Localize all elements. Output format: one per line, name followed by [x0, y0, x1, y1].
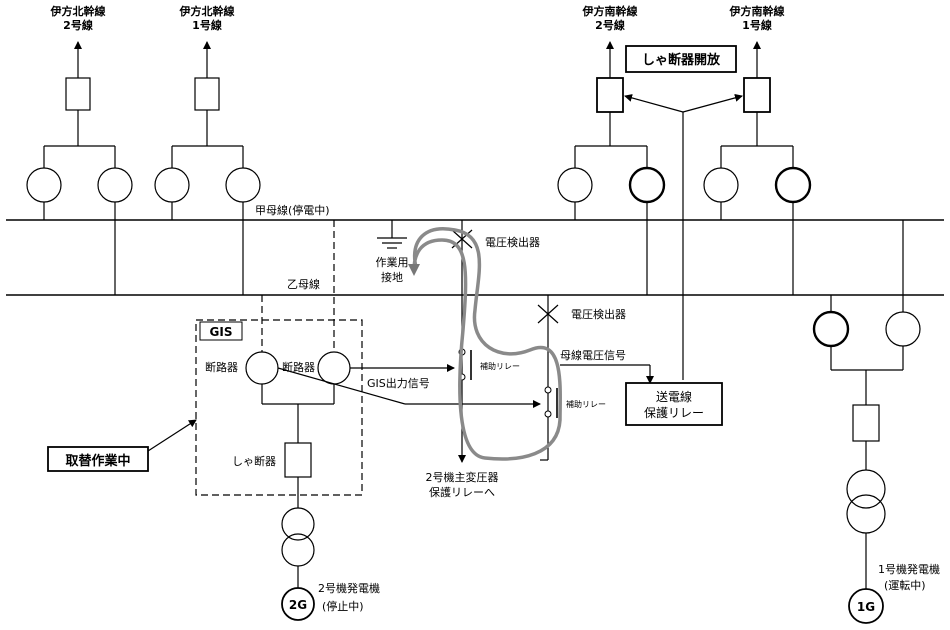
gis-label: GIS: [210, 325, 233, 339]
bus-a-label: 甲母線(停電中): [255, 203, 330, 217]
line-protection-relay-label-2: 保護リレー: [644, 405, 704, 420]
north-line-2-number: 2号線: [63, 18, 93, 32]
gis-label-box: [199, 321, 243, 341]
line-equipment-box: [194, 77, 220, 111]
gis-disconnector-left: [245, 351, 279, 385]
south-feeder-2: [557, 41, 666, 295]
disconnector-open: [154, 167, 190, 203]
generator-2-symbol: 2G: [289, 598, 307, 612]
breaker-box: [596, 77, 624, 113]
disconnector-closed: [774, 166, 812, 204]
south-line-1-name: 伊方南幹線: [729, 4, 785, 18]
line-protection-relay-box: [625, 382, 723, 426]
south-feeder-1: [703, 41, 812, 295]
generator-1-feeder: [812, 295, 921, 589]
replacement-work-box: [47, 446, 149, 472]
voltage-detector-1-label: 電圧検出器: [485, 235, 540, 249]
generator-1-label-1: 1号機発電機: [878, 562, 940, 576]
aux-relay-2-label: 補助リレー: [566, 399, 606, 409]
north-line-2-name: 伊方北幹線: [50, 4, 106, 18]
aux-relay-1-label: 補助リレー: [480, 361, 520, 371]
disconnector-closed: [628, 166, 666, 204]
north-line-1-number: 1号線: [192, 18, 222, 32]
work-ground-label-2: 接地: [381, 271, 403, 284]
line-protection-relay-label-1: 送電線: [656, 389, 692, 404]
north-line-1-name: 伊方北幹線: [179, 4, 235, 18]
generator-1: [848, 588, 884, 624]
gen1-breaker-box: [852, 404, 880, 442]
voltage-detector-2: [537, 295, 559, 461]
generator-1-symbol: 1G: [857, 600, 875, 614]
breaker-open-box: [625, 45, 737, 73]
work-ground-label-1: 作業用: [376, 256, 409, 269]
south-line-1-number: 1号線: [742, 18, 772, 32]
disconnector-open: [557, 167, 593, 203]
gis-boundary: [195, 319, 363, 496]
disconnector-open: [225, 167, 261, 203]
north-feeder-1: [154, 41, 261, 295]
generator-1-label-2: (運転中): [884, 579, 926, 592]
fault-current-path: [408, 227, 562, 461]
disconnector-open: [885, 311, 921, 347]
disconnector-left-label: 断路器: [205, 360, 238, 374]
generator-2: [281, 587, 315, 621]
breaker-box: [743, 77, 771, 113]
gis-breaker-box: [284, 442, 312, 478]
gis-disconnector-right: [317, 351, 351, 385]
generator-2-label-2: (停止中): [322, 599, 364, 613]
disconnector-open: [97, 167, 133, 203]
to-main-transformer-label-1: 2号機主変圧器: [426, 470, 499, 484]
south-line-2-number: 2号線: [595, 18, 625, 32]
line-equipment-box: [65, 77, 91, 111]
bus-b-label: 乙母線: [287, 277, 320, 291]
voltage-detector-2-label: 電圧検出器: [571, 307, 626, 321]
north-feeder-2: [26, 41, 133, 295]
transformer-2: [281, 507, 315, 567]
bus-voltage-signal-label: 母線電圧信号: [560, 348, 626, 362]
gis-output-label: GIS出力信号: [367, 376, 430, 390]
disconnector-right-label: 断路器: [282, 360, 315, 374]
to-main-transformer-label-2: 保護リレーへ: [429, 485, 495, 499]
disconnector-open: [26, 167, 62, 203]
disconnector-open: [703, 167, 739, 203]
work-ground: [377, 220, 407, 249]
replacement-work-label: 取替作業中: [65, 453, 130, 469]
aux-relay-2: [544, 386, 558, 418]
breaker-open-label: しゃ断器開放: [642, 52, 721, 68]
breaker-label: しゃ断器: [232, 454, 276, 468]
south-line-2-name: 伊方南幹線: [582, 4, 638, 18]
generator-2-label-1: 2号機発電機: [318, 581, 380, 595]
disconnector-closed: [812, 310, 850, 348]
